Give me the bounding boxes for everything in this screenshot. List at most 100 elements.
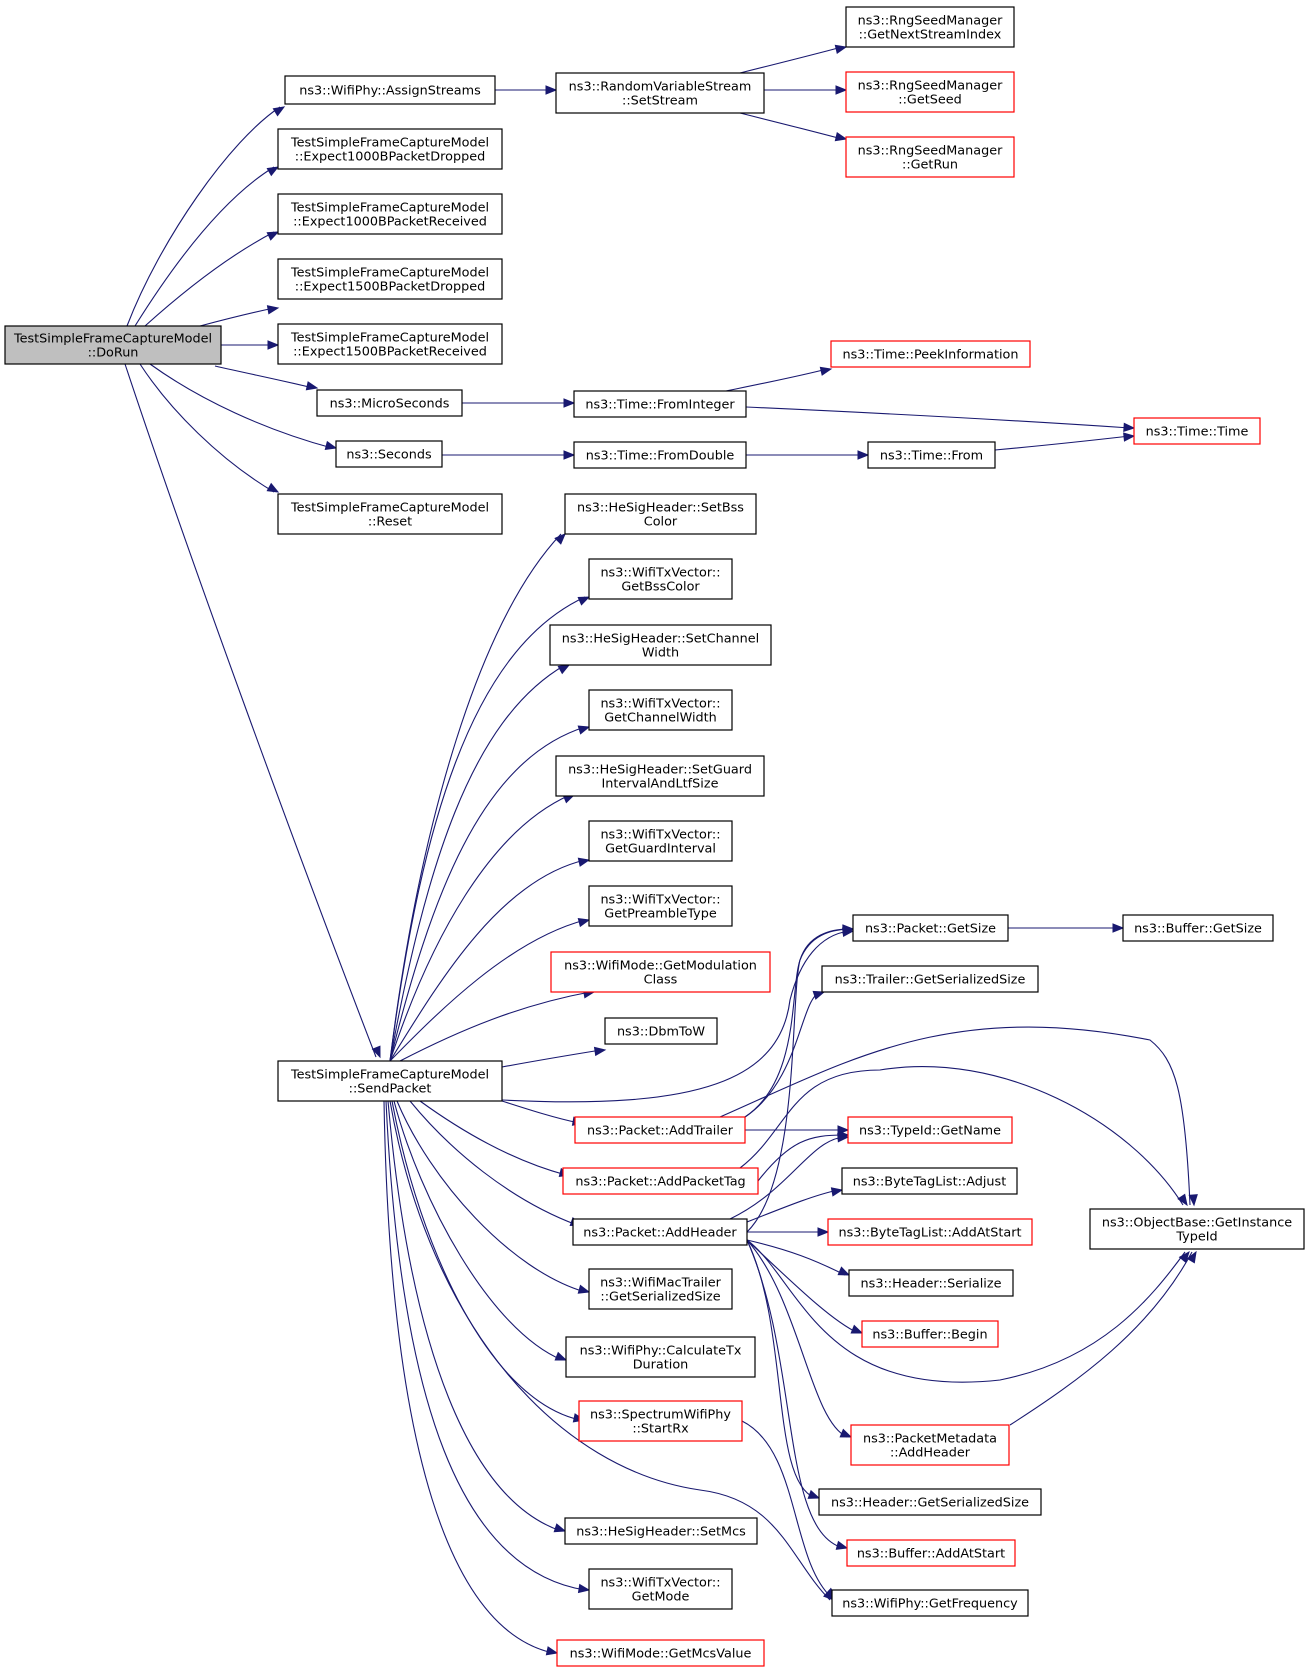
node-box[interactable] (316, 389, 463, 417)
node-box[interactable] (573, 390, 747, 418)
node-getgi[interactable]: ns3::WifiTxVector::GetGuardInterval (588, 820, 733, 862)
node-bgetsize[interactable]: ns3::Buffer::GetSize (1122, 914, 1274, 942)
node-box[interactable] (827, 1218, 1033, 1246)
node-box[interactable] (277, 323, 503, 365)
node-box[interactable] (831, 1589, 1029, 1617)
node-box[interactable] (588, 558, 733, 600)
node-addtag[interactable]: ns3::Packet::AddPacketTag (562, 1167, 759, 1195)
node-box[interactable] (277, 493, 503, 535)
node-getseed[interactable]: ns3::RngSeedManager::GetSeed (845, 71, 1015, 113)
node-pmeta[interactable]: ns3::PacketMetadata::AddHeader (850, 1424, 1010, 1466)
node-getmode[interactable]: ns3::WifiTxVector::GetMode (588, 1568, 733, 1610)
node-box[interactable] (848, 1269, 1014, 1297)
node-box[interactable] (588, 1268, 733, 1310)
node-mactrailer[interactable]: ns3::WifiMacTrailer::GetSerializedSize (588, 1268, 733, 1310)
node-box[interactable] (588, 1568, 733, 1610)
node-serialize[interactable]: ns3::Header::Serialize (848, 1269, 1014, 1297)
node-box[interactable] (556, 1639, 765, 1667)
node-time[interactable]: ns3::Time::Time (1133, 417, 1261, 445)
node-assign[interactable]: ns3::WifiPhy::AssignStreams (284, 75, 496, 105)
node-box[interactable] (1089, 1208, 1305, 1250)
node-box[interactable] (845, 6, 1015, 48)
node-box[interactable] (335, 440, 443, 468)
node-box[interactable] (277, 1060, 503, 1102)
node-fromint[interactable]: ns3::Time::FromInteger (573, 390, 747, 418)
node-setmcs[interactable]: ns3::HeSigHeader::SetMcs (564, 1517, 758, 1545)
node-box[interactable] (284, 75, 496, 105)
node-e1500d[interactable]: TestSimpleFrameCaptureModel::Expect1500B… (277, 258, 503, 300)
node-getchw[interactable]: ns3::WifiTxVector::GetChannelWidth (588, 689, 733, 731)
node-box[interactable] (818, 1488, 1042, 1516)
node-box[interactable] (572, 1218, 748, 1246)
node-box[interactable] (550, 951, 771, 993)
node-getpre[interactable]: ns3::WifiTxVector::GetPreambleType (588, 885, 733, 927)
node-micro[interactable]: ns3::MicroSeconds (316, 389, 463, 417)
node-box[interactable] (867, 441, 996, 469)
node-addheader[interactable]: ns3::Packet::AddHeader (572, 1218, 748, 1246)
node-e1000r[interactable]: TestSimpleFrameCaptureModel::Expect1000B… (277, 193, 503, 235)
node-getbss[interactable]: ns3::WifiTxVector::GetBssColor (588, 558, 733, 600)
node-getmcsv[interactable]: ns3::WifiMode::GetMcsValue (556, 1639, 765, 1667)
node-box[interactable] (573, 441, 747, 469)
node-box[interactable] (850, 1424, 1010, 1466)
node-addtrailer[interactable]: ns3::Packet::AddTrailer (574, 1116, 746, 1144)
node-box[interactable] (555, 755, 765, 797)
node-dorun[interactable]: TestSimpleFrameCaptureModel::DoRun (4, 325, 222, 365)
node-box[interactable] (578, 1400, 743, 1442)
node-addatstart[interactable]: ns3::ByteTagList::AddAtStart (827, 1218, 1033, 1246)
node-box[interactable] (277, 258, 503, 300)
node-box[interactable] (861, 1320, 999, 1348)
node-e1000d[interactable]: TestSimpleFrameCaptureModel::Expect1000B… (277, 128, 503, 170)
node-box[interactable] (564, 493, 757, 535)
node-box[interactable] (4, 325, 222, 365)
node-dbm[interactable]: ns3::DbmToW (604, 1017, 718, 1045)
node-nextstream[interactable]: ns3::RngSeedManager::GetNextStreamIndex (845, 6, 1015, 48)
node-box[interactable] (852, 914, 1009, 942)
node-box[interactable] (821, 965, 1039, 993)
node-box[interactable] (604, 1017, 718, 1045)
node-box[interactable] (1122, 914, 1274, 942)
node-setgi[interactable]: ns3::HeSigHeader::SetGuardIntervalAndLtf… (555, 755, 765, 797)
node-box[interactable] (562, 1167, 759, 1195)
node-setstream[interactable]: ns3::RandomVariableStream::SetStream (555, 72, 765, 114)
node-box[interactable] (565, 1336, 756, 1378)
node-box[interactable] (846, 1539, 1016, 1567)
node-box[interactable] (841, 1167, 1018, 1195)
node-fromdouble[interactable]: ns3::Time::FromDouble (573, 441, 747, 469)
node-startrx[interactable]: ns3::SpectrumWifiPhy::StartRx (578, 1400, 743, 1442)
node-box[interactable] (845, 136, 1015, 178)
node-e1500r[interactable]: TestSimpleFrameCaptureModel::Expect1500B… (277, 323, 503, 365)
node-getfreq[interactable]: ns3::WifiPhy::GetFrequency (831, 1589, 1029, 1617)
node-box[interactable] (549, 624, 772, 666)
node-box[interactable] (845, 71, 1015, 113)
node-box[interactable] (847, 1116, 1013, 1144)
node-box[interactable] (564, 1517, 758, 1545)
node-box[interactable] (277, 193, 503, 235)
node-getrun[interactable]: ns3::RngSeedManager::GetRun (845, 136, 1015, 178)
node-box[interactable] (588, 689, 733, 731)
node-reset[interactable]: TestSimpleFrameCaptureModel::Reset (277, 493, 503, 535)
node-box[interactable] (588, 820, 733, 862)
node-seconds[interactable]: ns3::Seconds (335, 440, 443, 468)
node-box[interactable] (830, 340, 1031, 368)
node-trailer[interactable]: ns3::Trailer::GetSerializedSize (821, 965, 1039, 993)
node-box[interactable] (555, 72, 765, 114)
node-pgetsize[interactable]: ns3::Packet::GetSize (852, 914, 1009, 942)
node-hgetser[interactable]: ns3::Header::GetSerializedSize (818, 1488, 1042, 1516)
node-box[interactable] (277, 128, 503, 170)
node-adjust[interactable]: ns3::ByteTagList::Adjust (841, 1167, 1018, 1195)
node-peek[interactable]: ns3::Time::PeekInformation (830, 340, 1031, 368)
node-typeid[interactable]: ns3::TypeId::GetName (847, 1116, 1013, 1144)
node-box[interactable] (588, 885, 733, 927)
node-box[interactable] (574, 1116, 746, 1144)
node-box[interactable] (1133, 417, 1261, 445)
node-baddstart[interactable]: ns3::Buffer::AddAtStart (846, 1539, 1016, 1567)
node-begin[interactable]: ns3::Buffer::Begin (861, 1320, 999, 1348)
node-send[interactable]: TestSimpleFrameCaptureModel::SendPacket (277, 1060, 503, 1102)
node-from[interactable]: ns3::Time::From (867, 441, 996, 469)
